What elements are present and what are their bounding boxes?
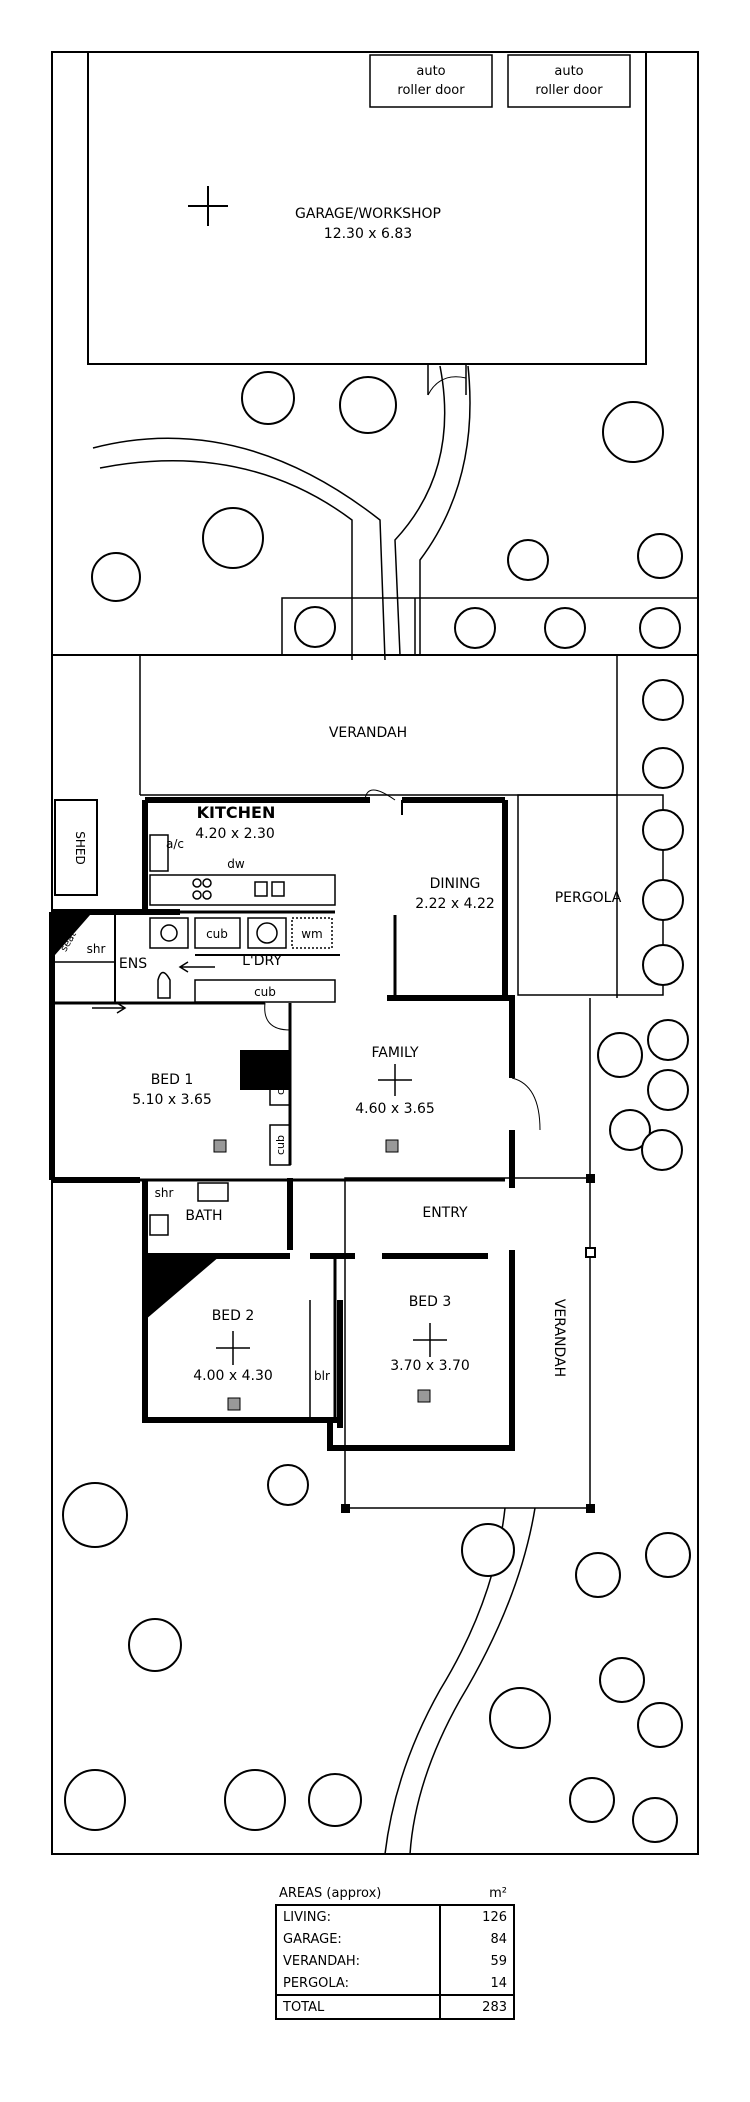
roller-door-1-line2: roller door — [397, 83, 465, 98]
area-value: 14 — [439, 1972, 514, 1995]
roller-door-2-line2: roller door — [535, 83, 603, 98]
laundry-label: L'DRY — [242, 953, 282, 969]
table-row: LIVING: 126 — [276, 1905, 514, 1928]
verandah-side-label: VERANDAH — [551, 1299, 567, 1377]
roller-door-2 — [507, 54, 631, 108]
bed3-label: BED 3 — [409, 1294, 452, 1310]
shed — [54, 799, 98, 896]
ac-label: a/c — [166, 837, 184, 851]
kitchen-label: KITCHEN — [197, 803, 276, 822]
cub-label-3: cub — [274, 1075, 287, 1095]
wm-label: wm — [301, 927, 323, 941]
area-label: GARAGE: — [283, 1931, 342, 1947]
area-label: VERANDAH: — [283, 1953, 361, 1969]
kitchen-bench — [149, 874, 336, 906]
roller-door-1 — [369, 54, 493, 108]
bed2-dims: 4.00 x 4.30 — [193, 1368, 273, 1384]
dining-dims: 2.22 x 4.22 — [415, 896, 495, 912]
cub-label-1: cub — [206, 927, 228, 941]
front-tree-icons — [62, 679, 691, 1843]
cub-label-2: cub — [254, 985, 276, 999]
areas-grid: LIVING: 126 GARAGE: 84 VERANDAH: 59 PERG… — [275, 1904, 515, 2020]
areas-table: AREAS (approx) m² LIVING: 126 GARAGE: 84… — [275, 1882, 515, 2020]
garage-label: GARAGE/WORKSHOP — [295, 206, 441, 222]
entry-label: ENTRY — [422, 1205, 468, 1221]
area-value: 59 — [439, 1950, 514, 1972]
total-label: TOTAL — [276, 1994, 440, 2019]
total-row: TOTAL 283 — [276, 1994, 514, 2019]
roller-door-2-line1: auto — [554, 64, 583, 79]
side-verandah — [344, 1177, 591, 1509]
shr-label-2: shr — [155, 1186, 174, 1200]
verandah-top-label: VERANDAH — [329, 725, 407, 741]
shr-label-1: shr — [87, 942, 106, 956]
cub-label-4: cub — [274, 1135, 287, 1155]
shed-label: SHED — [73, 831, 87, 864]
areas-unit: m² — [489, 1885, 507, 1901]
ceiling-fan-icon — [188, 186, 228, 226]
bath-label: BATH — [185, 1208, 222, 1224]
garage-outline — [87, 51, 647, 365]
areas-title: AREAS (approx) — [279, 1885, 382, 1901]
area-label: PERGOLA: — [283, 1975, 349, 1991]
dining-label: DINING — [430, 876, 481, 892]
areas-header: AREAS (approx) m² — [275, 1882, 515, 1904]
pergola-label: PERGOLA — [555, 890, 622, 906]
area-value: 84 — [439, 1928, 514, 1950]
area-value: 126 — [439, 1905, 514, 1928]
bed3-dims: 3.70 x 3.70 — [390, 1358, 470, 1374]
area-label: LIVING: — [283, 1909, 331, 1925]
ens-label: ENS — [119, 956, 147, 972]
garage-dims: 12.30 x 6.83 — [324, 226, 412, 242]
bed2-label: BED 2 — [212, 1308, 255, 1324]
table-row: PERGOLA: 14 — [276, 1972, 514, 1995]
bed1-dims: 5.10 x 3.65 — [132, 1092, 212, 1108]
roller-door-1-line1: auto — [416, 64, 445, 79]
table-row: GARAGE: 84 — [276, 1928, 514, 1950]
tree-icons — [91, 371, 683, 649]
table-row: VERANDAH: 59 — [276, 1950, 514, 1972]
blr-label: blr — [314, 1369, 330, 1383]
family-dims: 4.60 x 3.65 — [355, 1101, 435, 1117]
kitchen-dims: 4.20 x 2.30 — [195, 826, 275, 842]
family-label: FAMILY — [371, 1045, 418, 1061]
total-value: 283 — [439, 1994, 514, 2019]
dw-label: dw — [227, 857, 245, 871]
bed1-label: BED 1 — [151, 1072, 194, 1088]
